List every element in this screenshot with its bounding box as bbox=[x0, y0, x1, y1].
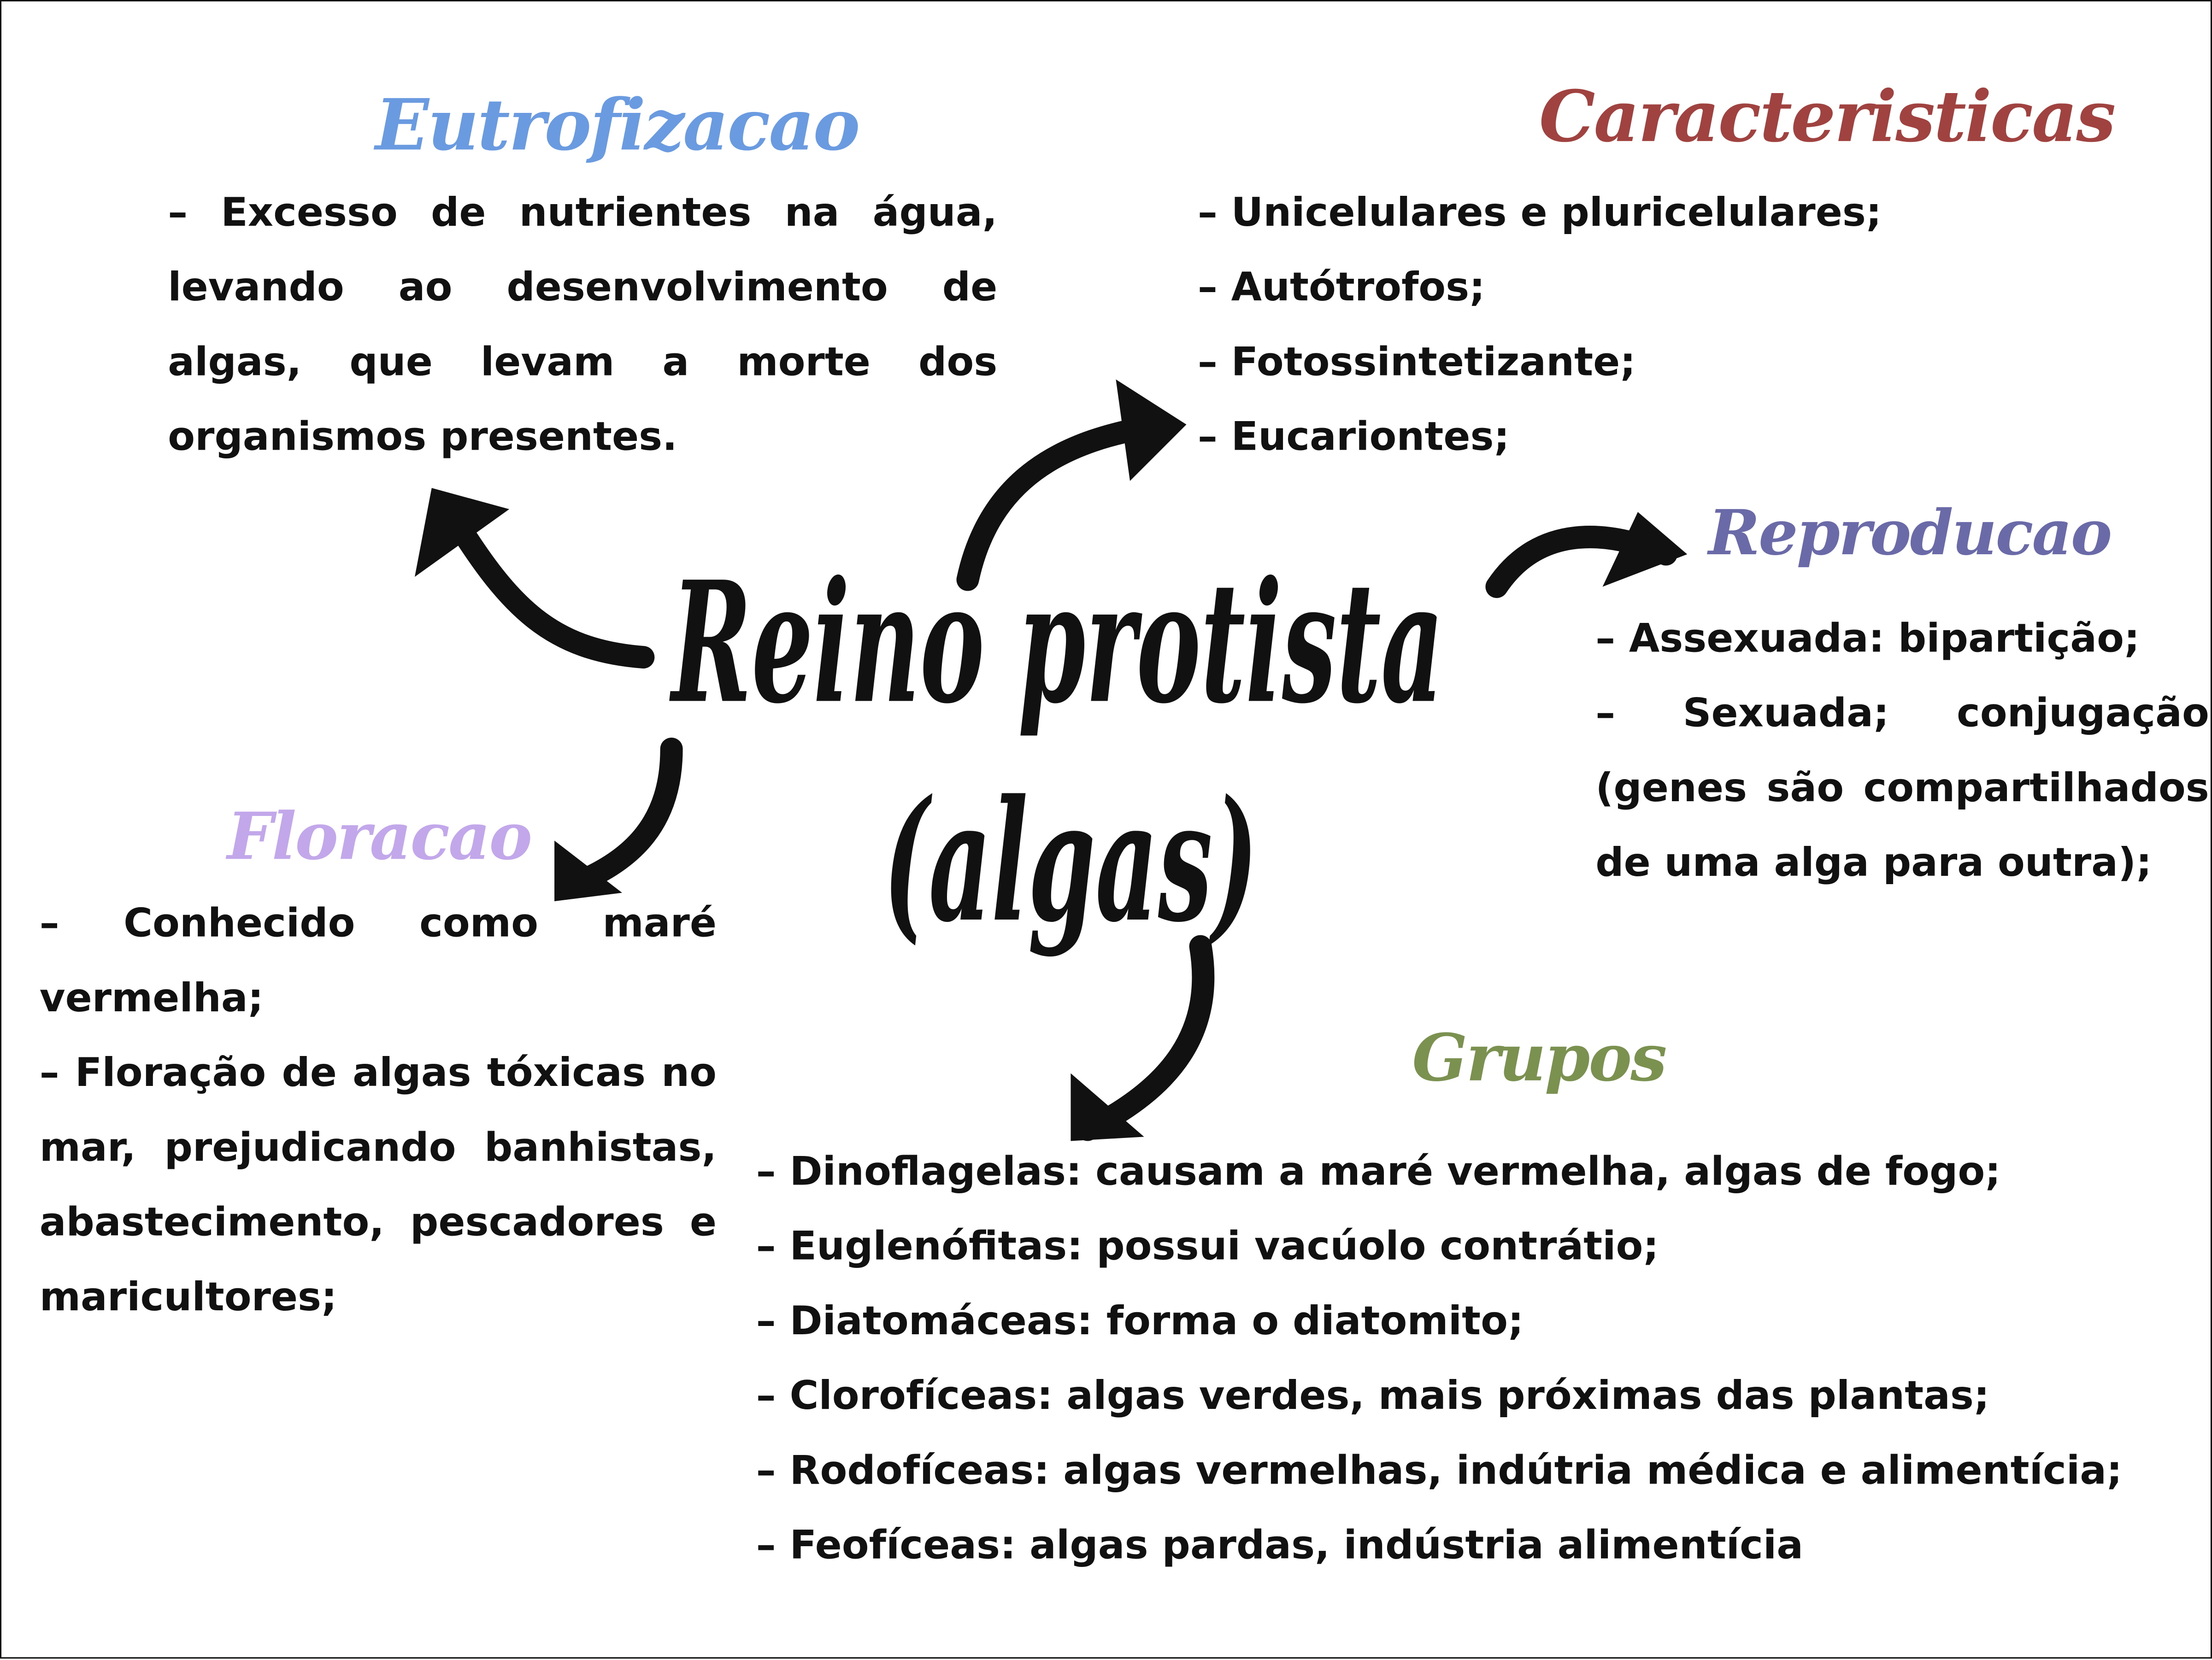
arrowhead-caracteristicas bbox=[1116, 379, 1187, 481]
reproducao-title: Reproducao bbox=[1708, 498, 2112, 570]
list-item: – Euglenófitas: possui vacúolo contrátio… bbox=[756, 1223, 1659, 1270]
arrowhead-eutrofizacao bbox=[414, 488, 510, 577]
list-item: – Assexuada: bipartição; bbox=[1595, 615, 2140, 662]
list-item: – Dinoflagelas: causam a maré vermelha, … bbox=[756, 1148, 2001, 1195]
grupos-title: Grupos bbox=[1412, 1020, 1667, 1096]
list-item: – Conhecido como maré vermelha; bbox=[39, 900, 717, 1021]
list-item: – Autótrofos; bbox=[1197, 264, 1485, 311]
eutrofizacao-text: – Excesso de nutrientes na água, levando… bbox=[168, 189, 998, 460]
list-item: – Rodofíceas: algas vermelhas, indútria … bbox=[756, 1447, 2123, 1494]
floracao-title: Floracao bbox=[227, 798, 532, 874]
list-item: – Diatomáceas: forma o diatomito; bbox=[756, 1297, 1524, 1344]
arrow-to-eutrofizacao bbox=[441, 504, 655, 669]
arrow-to-caracteristicas bbox=[956, 413, 1177, 591]
list-item: – Unicelulares e pluricelulares; bbox=[1197, 189, 1882, 236]
arrowhead-grupos bbox=[1071, 1073, 1144, 1141]
list-item: – Clorofíceas: algas verdes, mais próxim… bbox=[756, 1372, 1990, 1419]
central-topic-title: Reino protista bbox=[671, 544, 1444, 741]
floracao-list: – Conhecido como maré vermelha; – Floraç… bbox=[40, 886, 717, 1334]
reproducao-list: – Assexuada: bipartição; – Sexuada; conj… bbox=[1595, 601, 2209, 900]
list-item: – Fotossintetizante; bbox=[1197, 338, 1636, 385]
eutrofizacao-title: Eutrofizacao bbox=[375, 83, 860, 167]
list-item: – Floração de algas tóxicas no mar, prej… bbox=[39, 1049, 717, 1320]
list-item: – Eucariontes; bbox=[1197, 413, 1510, 460]
list-item: – Sexuada; conjugação (genes são compart… bbox=[1595, 689, 2209, 886]
arrowhead-reproducao bbox=[1602, 512, 1688, 587]
caracteristicas-title: Caracteristicas bbox=[1539, 75, 2116, 158]
central-topic-subtitle: (algas) bbox=[883, 763, 1259, 959]
list-item: – Feofíceas: algas pardas, indústria ali… bbox=[756, 1522, 1804, 1569]
arrow-to-grupos bbox=[1076, 935, 1215, 1141]
caracteristicas-list: – Unicelulares e pluricelulares; – Autót… bbox=[1198, 175, 1882, 474]
grupos-list: – Dinoflagelas: causam a maré vermelha, … bbox=[756, 1134, 2209, 1582]
arrowhead-floracao bbox=[554, 840, 622, 902]
